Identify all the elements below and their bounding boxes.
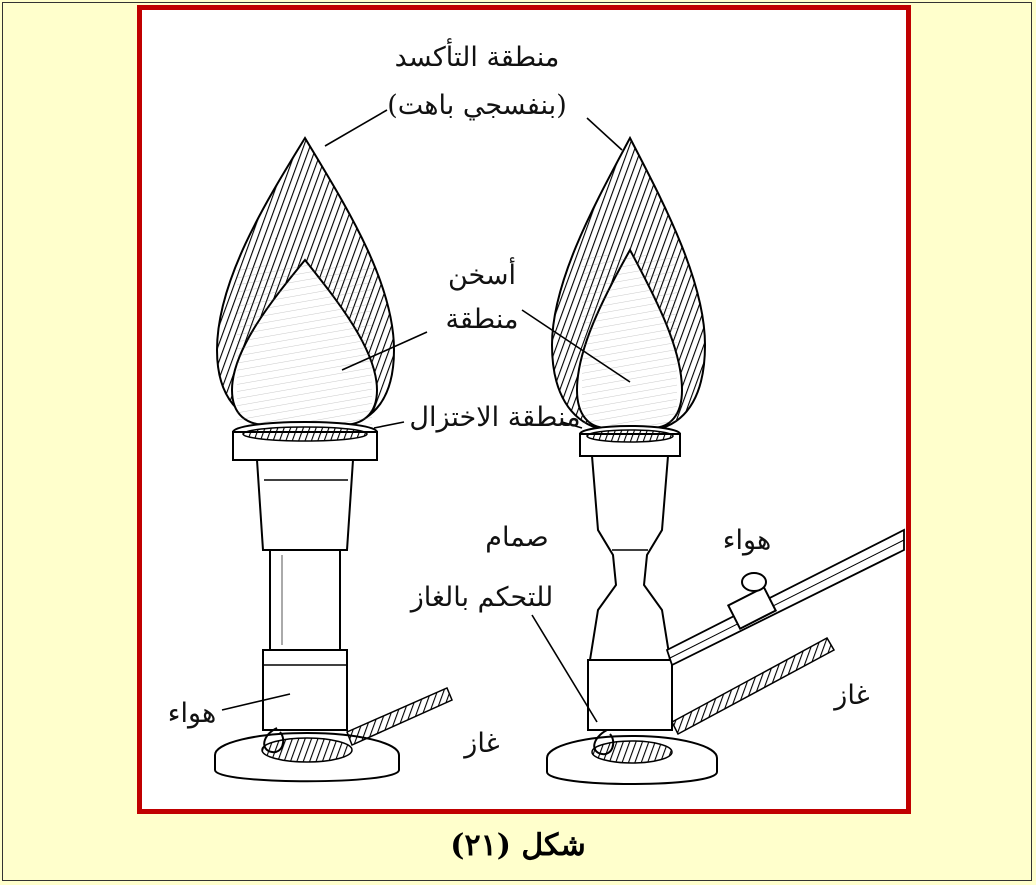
label-gas-valve-line2: للتحكم بالغاز [382, 582, 582, 614]
label-oxidation-color: (بنفسجي باهت) [367, 90, 587, 122]
label-zone: منطقة [427, 304, 537, 336]
label-air-right: هواء [707, 525, 787, 557]
label-air-left: هواء [152, 698, 232, 730]
label-oxidation-zone: منطقة التأكسد [367, 42, 587, 74]
figure-frame: منطقة التأكسد (بنفسجي باهت) أسخن منطقة م… [137, 5, 911, 814]
label-hottest: أسخن [427, 260, 537, 292]
label-reduction-zone: منطقة الاختزال [400, 402, 590, 434]
figure-caption: شكل (٢١) [0, 828, 1036, 863]
label-gas-left: غاز [447, 728, 517, 760]
left-burner [215, 110, 452, 781]
label-gas-valve-line1: صمام [462, 522, 572, 554]
label-gas-right: غاز [817, 680, 887, 712]
